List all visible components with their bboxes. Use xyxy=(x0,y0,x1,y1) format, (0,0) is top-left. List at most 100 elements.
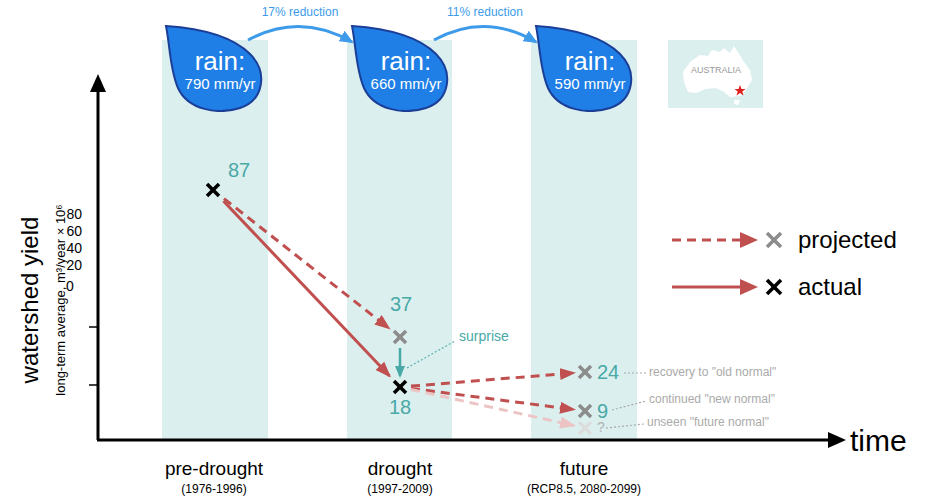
period-years: (1997-2009) xyxy=(367,483,432,496)
x-marker xyxy=(577,420,593,436)
leader-line xyxy=(606,424,644,428)
x-stroke xyxy=(579,405,591,417)
leader-line xyxy=(407,341,455,368)
axis-tick xyxy=(89,384,98,386)
x-stroke xyxy=(579,405,591,417)
value-number: 87 xyxy=(228,159,250,181)
x-stroke xyxy=(394,331,406,343)
legend-x xyxy=(767,233,781,247)
x-axis xyxy=(97,439,832,442)
x-marker xyxy=(392,379,408,395)
leader-line xyxy=(624,372,646,373)
legend-line xyxy=(672,286,744,289)
value-number: 18 xyxy=(389,396,411,418)
period-name: drought xyxy=(368,459,432,480)
legend-text: actual xyxy=(798,274,862,300)
legend-x xyxy=(767,280,781,294)
x-marker xyxy=(205,182,221,198)
map-label: AUSTRALIA xyxy=(691,66,741,76)
edge-label: 17% reduction xyxy=(262,6,339,19)
value-number: 24 xyxy=(597,361,619,383)
x-stroke xyxy=(394,381,406,393)
data-point: 87 xyxy=(205,182,221,198)
axis-arrowhead xyxy=(828,432,846,448)
value-number: 37 xyxy=(390,293,412,315)
period-name: future xyxy=(560,459,609,480)
scenario-note: continued "new normal" xyxy=(649,393,775,406)
australia-map xyxy=(683,46,752,105)
location-star xyxy=(735,85,746,96)
drop-outline xyxy=(536,26,631,111)
rain-amount: 790 mm/yr xyxy=(185,76,256,93)
rain-drop: rain:790 mm/yr xyxy=(160,22,268,112)
rain-heading: rain: xyxy=(381,47,432,76)
x-marker xyxy=(577,364,593,380)
x-stroke xyxy=(207,184,219,196)
x-stroke xyxy=(394,381,406,393)
legend-x xyxy=(767,233,781,247)
data-point: 18 xyxy=(392,379,408,395)
legend-sample xyxy=(670,228,790,252)
x-stroke xyxy=(394,331,406,343)
value-number: ? xyxy=(597,420,605,435)
legend-text: projected xyxy=(798,227,897,253)
data-point: ? xyxy=(577,420,593,436)
period-years: (1976-1996) xyxy=(181,483,246,496)
flow-arrow xyxy=(248,26,352,42)
leader-line xyxy=(612,401,646,410)
edge-label: 11% reduction xyxy=(447,6,523,19)
axis-title: time xyxy=(850,424,907,457)
tick-label: 40 xyxy=(66,241,82,256)
legend-sample xyxy=(670,275,790,299)
trend-arrow xyxy=(399,348,402,376)
trend-arrow xyxy=(411,373,574,386)
flow-arrow xyxy=(434,26,536,42)
map-inset xyxy=(668,40,763,108)
trend-arrow xyxy=(411,389,574,425)
rain-drop: rain:590 mm/yr xyxy=(530,22,638,112)
tick-label: 0 xyxy=(66,279,74,294)
rain-amount: 590 mm/yr xyxy=(555,76,626,93)
period-years: (RCP8.5, 2080-2099) xyxy=(527,483,641,496)
data-point: 9 xyxy=(577,403,593,419)
y-axis xyxy=(97,88,100,440)
legend-line xyxy=(672,239,744,242)
x-stroke xyxy=(579,422,591,434)
drop-text: rain:790 mm/yr xyxy=(174,34,266,106)
trend-arrow xyxy=(223,201,389,376)
axis-title: watershed yield xyxy=(17,217,43,384)
data-point: 37 xyxy=(392,329,408,345)
value-number: 9 xyxy=(597,400,608,422)
drop-outline xyxy=(166,26,261,111)
legend-arrowhead xyxy=(740,232,758,248)
drop-text: rain:660 mm/yr xyxy=(360,34,452,106)
scenario-note: unseen "future normal" xyxy=(647,416,769,429)
rain-heading: rain: xyxy=(195,47,246,76)
x-stroke xyxy=(579,366,591,378)
scenario-note: recovery to "old normal" xyxy=(649,366,776,379)
tick-label: 60 xyxy=(66,224,82,239)
callout-text: surprise xyxy=(459,329,509,344)
axis-arrowhead xyxy=(90,74,106,92)
axis-subtitle: long-term average, m³/year × 10⁶ xyxy=(54,204,68,395)
tick-label: 80 xyxy=(66,207,82,222)
x-marker xyxy=(577,403,593,419)
legend-arrowhead xyxy=(740,279,758,295)
tick-label: 20 xyxy=(66,258,82,273)
rain-heading: rain: xyxy=(565,47,616,76)
axis-tick xyxy=(89,326,98,328)
trend-arrow xyxy=(224,199,389,329)
data-point: 24 xyxy=(577,364,593,380)
x-marker xyxy=(392,329,408,345)
rain-drop: rain:660 mm/yr xyxy=(346,22,454,112)
x-stroke xyxy=(579,422,591,434)
legend-x xyxy=(767,280,781,294)
x-stroke xyxy=(207,184,219,196)
rain-amount: 660 mm/yr xyxy=(371,76,442,93)
drop-outline xyxy=(352,26,447,111)
x-stroke xyxy=(579,366,591,378)
drop-text: rain:590 mm/yr xyxy=(544,34,636,106)
period-name: pre-drought xyxy=(165,459,263,480)
